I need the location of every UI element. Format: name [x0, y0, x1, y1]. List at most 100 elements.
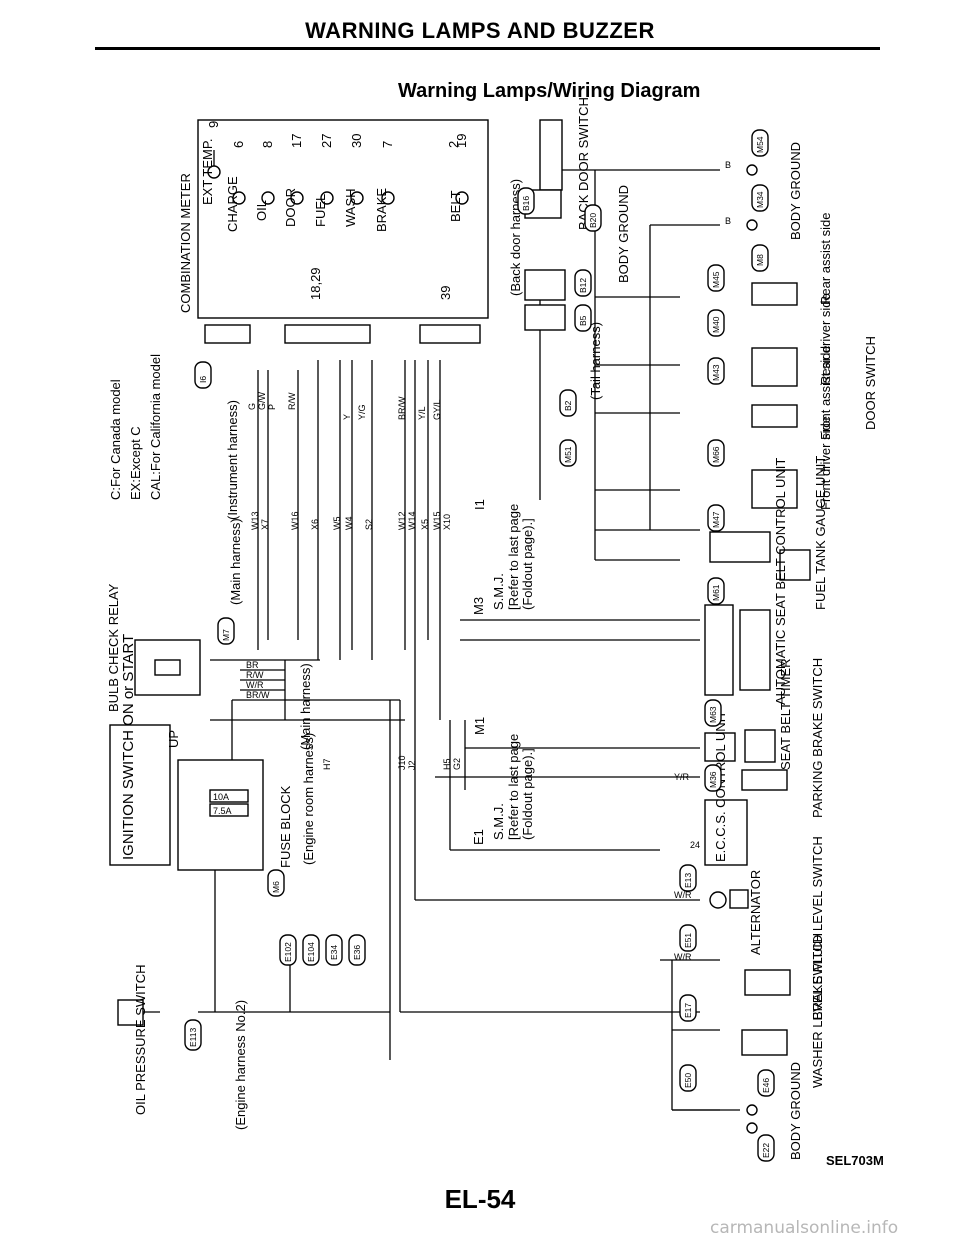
legend-text: :For Canada model — [108, 379, 123, 490]
parking-brake-label: PARKING BRAKE SWITCH — [810, 658, 825, 818]
wire-color-label: P — [267, 404, 277, 410]
meter-common-pin: 18,29 — [308, 267, 323, 300]
wire-color-label: G/W — [257, 391, 267, 410]
fuse-10a: 10A — [213, 792, 229, 802]
diagram-title: Warning Lamps/Wiring Diagram — [398, 80, 701, 102]
smj-code2: I1 — [472, 499, 487, 510]
svg-text:M54: M54 — [755, 136, 765, 153]
legend-ex: EX:Except C — [128, 426, 143, 500]
fuel-tank-gauge: FUEL TANK GAUGE UNIT — [709, 456, 828, 610]
lamp-charge: CHARGE 6 — [225, 141, 246, 232]
body-ground-label: BODY GROUND — [788, 142, 803, 240]
svg-text:E17: E17 — [683, 1003, 693, 1018]
connector-badge: B12 — [574, 269, 592, 297]
fuse-block: 10A 7.5A FUSE BLOCK UP — [166, 730, 293, 871]
connector-badge: B20 — [584, 204, 602, 232]
svg-text:E50: E50 — [683, 1073, 693, 1088]
meter-common-pin: 39 — [438, 286, 453, 300]
connector-badge: B2 — [559, 389, 577, 417]
connector-badge: M47 — [707, 504, 725, 532]
lamp-extra-pin: 2 — [446, 141, 461, 148]
wire-color-labels: B G G/W P R/W Y Y/G B Y/R W/R BR/W Y/L G… — [246, 160, 731, 962]
connector-badge: M34 — [751, 184, 769, 212]
wire-color-label: W/R — [246, 680, 264, 690]
wire-color-label: W/R — [674, 952, 692, 962]
smj-note-1: M3 S.M.J. [Refer to last page (Foldout p… — [471, 499, 535, 615]
connector-badge: M8 — [751, 244, 769, 272]
fuse-75a: 7.5A — [213, 806, 232, 816]
svg-text:B5: B5 — [578, 315, 588, 326]
svg-text:M45: M45 — [711, 271, 721, 288]
washer-level-label: WASHER LEVEL SWITCH — [810, 933, 825, 1088]
smj-text: (Foldout page).] — [520, 518, 535, 610]
lamp-belt: BELT 19 2 — [446, 134, 469, 222]
legend-text: :Except C — [128, 426, 143, 482]
lamp-pin: 27 — [319, 134, 334, 148]
lamp-brake: BRAKE 7 — [374, 141, 395, 232]
connector-badge: M63 — [704, 699, 722, 727]
door-side-label: Rear assist side — [818, 213, 833, 305]
terminal-label: X6 — [310, 519, 320, 530]
terminal-label: H5 — [442, 758, 452, 770]
lamp-oil: OIL 8 — [254, 141, 275, 221]
connector-badge: M40 — [707, 309, 725, 337]
svg-text:M47: M47 — [711, 511, 721, 528]
alternator-label: ALTERNATOR — [748, 870, 763, 955]
terminal-label: H7 — [322, 758, 332, 770]
wire-color-label: BR/W — [397, 396, 407, 420]
connector-badge: M43 — [707, 357, 725, 385]
connector-badge: M45 — [707, 264, 725, 292]
terminal-label: J10 — [397, 755, 407, 770]
terminal-label: W13 — [250, 511, 260, 530]
terminal-label: G2 — [452, 758, 462, 770]
seat-belt-timer-label: SEAT BELT TIMER — [778, 659, 793, 771]
smj-text: [Refer to last page — [506, 734, 521, 840]
terminal-label: W12 — [397, 511, 407, 530]
engine-room-harness-label: (Engine room harness) — [301, 733, 316, 865]
svg-text:M6: M6 — [271, 881, 281, 893]
auto-seat-belt-unit: AUTOMATIC SEAT BELT CONTROL UNIT — [704, 458, 788, 705]
connector-badge: M36 — [704, 764, 722, 792]
alternator: ALTERNATOR — [709, 870, 763, 955]
wire-color-label: B — [725, 160, 731, 170]
connector-badge: E113 — [184, 1019, 202, 1051]
oil-pressure-label: OIL PRESSURE SWITCH — [133, 965, 148, 1115]
legend-code: EX — [128, 482, 143, 500]
lamp-pin: 9 — [206, 121, 221, 128]
legend-text: :For California model — [148, 354, 163, 475]
svg-text:E34: E34 — [329, 945, 339, 960]
connector-badge: M61 — [707, 577, 725, 605]
harness-labels: (Main harness) (Instrument harness) (Mai… — [225, 322, 603, 1130]
svg-text:M40: M40 — [711, 316, 721, 333]
terminal-label: W4 — [344, 517, 354, 531]
door-side-label: Front assist side — [818, 345, 833, 440]
bulb-check-relay-label: BULB CHECK RELAY — [106, 583, 121, 712]
body-ground-bottom: BODY GROUND — [746, 1062, 803, 1160]
lamp-pin: 7 — [380, 141, 395, 148]
wire-color-label: G — [247, 403, 257, 410]
door-switches: Rear assist side Rear driver side Front … — [751, 213, 878, 510]
terminal-label: 24 — [690, 840, 700, 850]
svg-text:E102: E102 — [283, 942, 293, 962]
door-switch-label: DOOR SWITCH — [863, 336, 878, 430]
ignition-switch-label: IGNITION SWITCH ON or START — [120, 634, 137, 860]
body-ground-label: BODY GROUND — [616, 185, 631, 283]
lamp-door: DOOR 17 — [283, 134, 304, 227]
smj-code: E1 — [471, 829, 486, 845]
door-side-label: Rear driver side — [818, 293, 833, 385]
back-door-switch-label: BACK DOOR SWITCH — [576, 97, 591, 230]
figure-ref-code: SEL703M — [826, 1153, 884, 1168]
connector-badge: M6 — [267, 869, 285, 897]
svg-text:E104: E104 — [306, 942, 316, 962]
svg-text:M51: M51 — [563, 446, 573, 463]
terminal-labels: W13 X7 W16 X6 W5 W4 S2 W12 W14 X5 W15 X1… — [250, 511, 700, 850]
instrument-harness-label: (Instrument harness) — [225, 400, 240, 520]
lamp-label: FUEL — [313, 194, 328, 227]
wire-color-label: GY/L — [432, 399, 442, 420]
connector-badge: I6 — [194, 361, 212, 389]
lamp-label: BELT — [448, 190, 463, 222]
smj-text: [Refer to last page — [506, 504, 521, 610]
connector-badges: M54 M34 M8 B16 B20 B12 B5 B2 M51 M45 M40… — [184, 129, 775, 1162]
main-harness-label-2: (Main harness) — [298, 663, 313, 750]
lamp-pin: 30 — [349, 134, 364, 148]
